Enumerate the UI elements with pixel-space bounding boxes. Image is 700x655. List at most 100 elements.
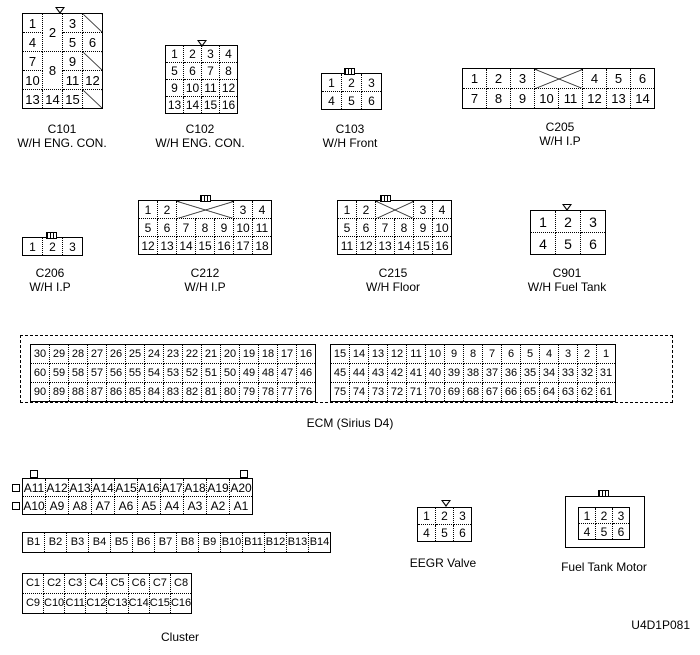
pin-10: 10 [425, 344, 445, 364]
pin-B6: B6 [132, 532, 155, 553]
ecm-label: ECM (Sirius D4) [306, 416, 394, 430]
lock-icon [380, 195, 391, 202]
pin-9: 9 [62, 51, 83, 71]
pin-C9: C9 [22, 593, 44, 614]
pin-A1: A1 [229, 496, 253, 515]
blank-cavity [534, 68, 583, 89]
tab-icon [12, 484, 20, 492]
pin-57: 57 [87, 363, 107, 383]
pin-15: 15 [201, 96, 220, 114]
connector-name: C101 [47, 122, 77, 136]
pin-14: 14 [394, 236, 414, 255]
pin-24: 24 [144, 344, 164, 364]
fuel-tank-motor-housing [565, 496, 645, 548]
tab-icon [30, 470, 38, 478]
pin-80: 80 [220, 382, 240, 402]
connector-name: C205 [545, 120, 575, 134]
pin-A13: A13 [68, 478, 92, 497]
pin-20: 20 [220, 344, 240, 364]
pin-A11: A11 [22, 478, 46, 497]
pin-10: 10 [432, 218, 452, 237]
connector-description: EEGR Valve [409, 556, 477, 570]
pin-6: 6 [356, 218, 376, 237]
pin-1: 1 [321, 73, 342, 92]
connector-description: W/H I.P [539, 134, 581, 148]
pin-2: 2 [356, 200, 376, 219]
pin-3: 3 [361, 73, 382, 92]
pin-35: 35 [520, 363, 540, 383]
connector-description: W/H Front [322, 136, 378, 150]
pin-60: 60 [30, 363, 50, 383]
connector-name: C102 [185, 122, 215, 136]
pin-40: 40 [425, 363, 445, 383]
pin-78: 78 [258, 382, 278, 402]
pin-29: 29 [49, 344, 69, 364]
pin-11: 11 [337, 236, 357, 255]
pin-39: 39 [444, 363, 464, 383]
pin-55: 55 [125, 363, 145, 383]
pin-71: 71 [406, 382, 426, 402]
pin-21: 21 [201, 344, 221, 364]
pin-19: 19 [239, 344, 259, 364]
connector-description: W/H Fuel Tank [527, 280, 607, 294]
pin-9: 9 [444, 344, 464, 364]
pin-33: 33 [558, 363, 578, 383]
pin-2: 2 [435, 507, 454, 525]
pin-47: 47 [277, 363, 297, 383]
pin-A4: A4 [160, 496, 184, 515]
pin-14: 14 [349, 344, 369, 364]
pin-A5: A5 [137, 496, 161, 515]
connector-description: W/H I.P [184, 280, 226, 294]
pin-C4: C4 [85, 573, 108, 594]
pin-5: 5 [62, 32, 83, 52]
blank-cavity [82, 89, 103, 109]
pin-6: 6 [501, 344, 521, 364]
pin-53: 53 [163, 363, 183, 383]
key-marker-icon [441, 500, 451, 507]
pin-A20: A20 [229, 478, 253, 497]
pin-4: 4 [582, 68, 607, 89]
pin-8: 8 [219, 62, 238, 80]
pin-B2: B2 [44, 532, 67, 553]
pin-41: 41 [406, 363, 426, 383]
pin-27: 27 [87, 344, 107, 364]
pin-B14: B14 [308, 532, 331, 553]
pin-11: 11 [558, 88, 583, 109]
connector-description: Fuel Tank Motor [561, 560, 647, 574]
pin-3: 3 [62, 237, 83, 256]
pin-1: 1 [165, 45, 184, 63]
pin-25: 25 [125, 344, 145, 364]
pin-48: 48 [258, 363, 278, 383]
pin-4: 4 [22, 32, 43, 52]
pin-76: 76 [296, 382, 316, 402]
tab-icon [12, 502, 20, 510]
pin-B1: B1 [22, 532, 45, 553]
pin-17: 17 [277, 344, 297, 364]
pin-2: 2 [42, 237, 63, 256]
pin-6: 6 [612, 523, 630, 540]
pin-4: 4 [417, 524, 436, 542]
pin-C5: C5 [106, 573, 129, 594]
pin-36: 36 [501, 363, 521, 383]
pin-12: 12 [82, 70, 103, 90]
pin-61: 61 [596, 382, 616, 402]
pin-C10: C10 [42, 593, 66, 614]
pin-12: 12 [138, 236, 158, 255]
pin-7: 7 [462, 88, 487, 109]
pin-54: 54 [144, 363, 164, 383]
tab-icon [240, 470, 248, 478]
pin-86: 86 [106, 382, 126, 402]
pin-1: 1 [530, 210, 556, 233]
pin-A14: A14 [91, 478, 115, 497]
